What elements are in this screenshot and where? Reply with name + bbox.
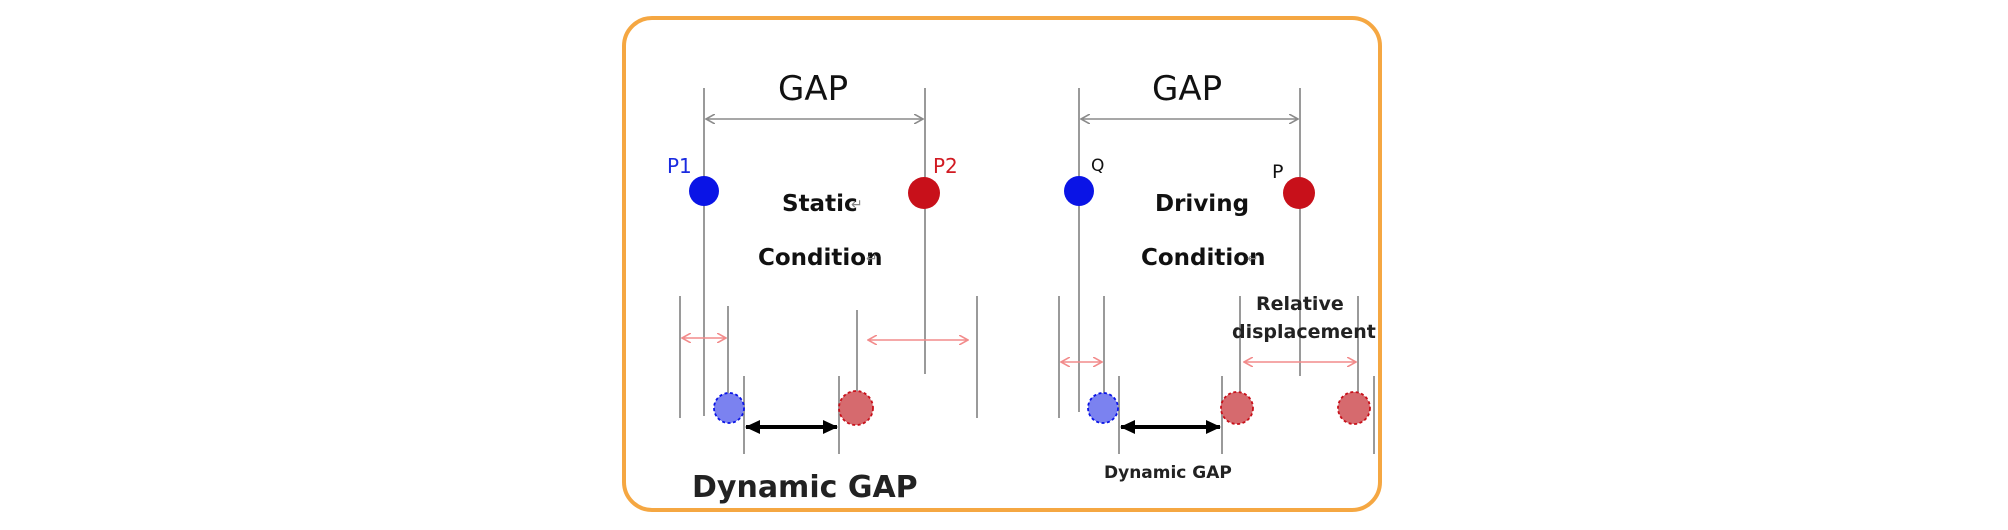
right-return-mark: ↵ [1247, 251, 1259, 267]
right-p-point [1283, 177, 1315, 209]
left-panel: GAP P1 P2 Static ↵ Condition ↵ Dynamic G… [667, 69, 978, 505]
left-p2-ghost-point [838, 390, 874, 426]
left-p1-label: P1 [667, 154, 692, 178]
right-q-ghost-point [1087, 392, 1119, 424]
right-p-label: P [1272, 161, 1283, 183]
right-relative-line2: displacement [1232, 321, 1376, 343]
left-return-mark-1: ↵ [851, 197, 863, 213]
right-p-ghost-point-1 [1220, 391, 1254, 425]
right-gap-label: GAP [1152, 69, 1222, 109]
left-gap-label: GAP [778, 69, 848, 109]
left-p2-point [908, 177, 940, 209]
right-relative-line1: Relative [1256, 293, 1344, 315]
right-dynamic-gap-label: Dynamic GAP [1104, 463, 1232, 483]
right-q-label: Q [1091, 156, 1104, 176]
right-condition-line1: Driving [1155, 191, 1249, 217]
left-return-mark-2: ↵ [866, 251, 878, 267]
left-p2-label: P2 [933, 154, 958, 178]
left-dynamic-gap-label: Dynamic GAP [692, 470, 918, 505]
right-condition-line2: Condition [1141, 245, 1265, 271]
left-condition-line2: Condition [758, 245, 882, 271]
right-p-ghost-point-2 [1337, 391, 1371, 425]
left-p1-point [689, 176, 719, 206]
right-q-point [1064, 176, 1094, 206]
right-panel: GAP Q P Driving Condition ↵ Relative dis… [1058, 69, 1376, 483]
left-p1-ghost-point [713, 392, 745, 424]
left-condition-line1: Static [782, 191, 858, 217]
